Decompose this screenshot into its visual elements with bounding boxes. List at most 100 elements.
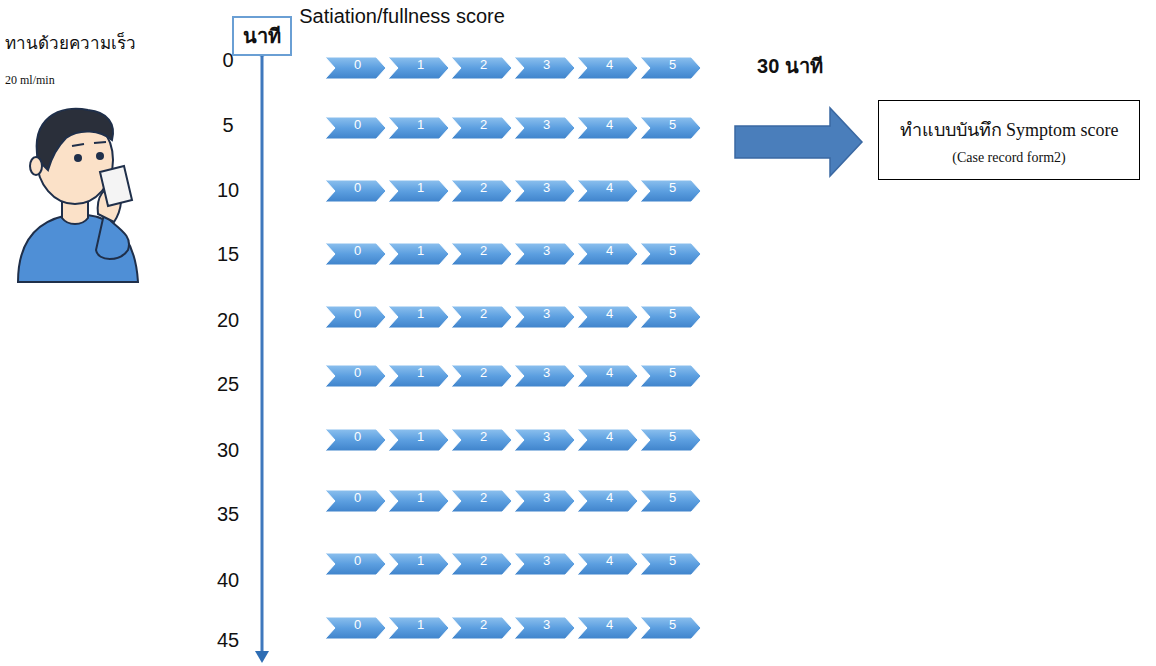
score-value: 3 [514, 57, 575, 72]
score-value: 2 [451, 180, 512, 195]
time-tick: 45 [217, 629, 239, 652]
chevron-fill [451, 429, 512, 451]
score-value: 1 [388, 117, 449, 132]
chevron-fill [577, 180, 638, 202]
chevron-fill [451, 180, 512, 202]
record-form-box: ทำแบบบันทึก Symptom score(Case record fo… [878, 100, 1140, 180]
chevron-fill [640, 180, 701, 202]
score-value: 2 [451, 117, 512, 132]
score-value: 4 [577, 553, 638, 568]
score-value: 4 [577, 243, 638, 258]
chevron-fill [640, 243, 701, 265]
score-chevron: 4 [577, 490, 638, 512]
chevron-fill [325, 57, 386, 79]
score-chevron: 3 [514, 490, 575, 512]
chevron-fill [514, 117, 575, 139]
score-value: 2 [451, 490, 512, 505]
chevron-fill [325, 306, 386, 328]
score-value: 4 [577, 57, 638, 72]
score-chevron: 0 [325, 617, 386, 639]
time-tick: 35 [217, 503, 239, 526]
score-value: 0 [325, 57, 386, 72]
score-chevron: 2 [451, 306, 512, 328]
record-title: ทำแบบบันทึก Symptom score [900, 115, 1119, 144]
score-chevron: 5 [640, 490, 701, 512]
score-chevron: 1 [388, 365, 449, 387]
eye [96, 152, 104, 160]
score-chevron: 4 [577, 180, 638, 202]
chevron-fill [388, 306, 449, 328]
score-chevron: 2 [451, 429, 512, 451]
score-chevron: 3 [514, 306, 575, 328]
score-value: 2 [451, 365, 512, 380]
score-value: 1 [388, 617, 449, 632]
hair [37, 109, 113, 170]
score-chevron: 4 [577, 117, 638, 139]
score-chevron: 3 [514, 617, 575, 639]
score-chevron: 5 [640, 617, 701, 639]
score-chevron: 3 [514, 243, 575, 265]
score-chevron: 2 [451, 57, 512, 79]
chevron-fill [325, 429, 386, 451]
time-tick: 30 [217, 439, 239, 462]
block-arrow [735, 108, 862, 176]
chevron-fill [388, 365, 449, 387]
axis-arrowhead [255, 651, 269, 663]
score-value: 0 [325, 617, 386, 632]
score-value: 2 [451, 243, 512, 258]
chevron-fill [325, 180, 386, 202]
rate-label: 20 ml/min [5, 73, 55, 88]
eye [74, 154, 82, 162]
score-chevron: 5 [640, 57, 701, 79]
score-chevron: 0 [325, 553, 386, 575]
score-value: 4 [577, 617, 638, 632]
score-value: 5 [640, 617, 701, 632]
score-chevron: 4 [577, 553, 638, 575]
score-value: 2 [451, 617, 512, 632]
score-value: 5 [640, 243, 701, 258]
score-chevron: 1 [388, 553, 449, 575]
chevron-fill [640, 306, 701, 328]
time-tick: 5 [222, 114, 233, 137]
score-value: 3 [514, 429, 575, 444]
chevron-fill [514, 57, 575, 79]
score-value: 0 [325, 180, 386, 195]
score-chevron: 1 [388, 180, 449, 202]
chevron-fill [640, 553, 701, 575]
score-value: 0 [325, 243, 386, 258]
score-chevron: 3 [514, 180, 575, 202]
chevron-fill [577, 365, 638, 387]
score-value: 1 [388, 490, 449, 505]
score-value: 1 [388, 306, 449, 321]
score-value: 5 [640, 117, 701, 132]
score-chevron: 1 [388, 57, 449, 79]
chevron-fill [640, 617, 701, 639]
score-chevron: 2 [451, 117, 512, 139]
score-chevron: 2 [451, 180, 512, 202]
chevron-fill [388, 490, 449, 512]
score-chevron: 3 [514, 57, 575, 79]
score-chevron: 0 [325, 117, 386, 139]
score-chevron: 5 [640, 306, 701, 328]
score-chevron: 2 [451, 617, 512, 639]
chevron-fill [577, 617, 638, 639]
score-chevron: 2 [451, 243, 512, 265]
score-chevron: 3 [514, 553, 575, 575]
score-value: 4 [577, 429, 638, 444]
score-value: 3 [514, 180, 575, 195]
score-value: 5 [640, 429, 701, 444]
chevron-fill [451, 365, 512, 387]
chevron-fill [640, 429, 701, 451]
score-value: 5 [640, 57, 701, 72]
score-value: 1 [388, 365, 449, 380]
chevron-fill [640, 365, 701, 387]
score-value: 0 [325, 117, 386, 132]
chevron-fill [388, 553, 449, 575]
score-value: 0 [325, 490, 386, 505]
chevron-fill [325, 490, 386, 512]
time-callout: 30 นาที [757, 50, 823, 82]
chevron-fill [640, 117, 701, 139]
score-chevron: 0 [325, 57, 386, 79]
chevron-fill [388, 180, 449, 202]
